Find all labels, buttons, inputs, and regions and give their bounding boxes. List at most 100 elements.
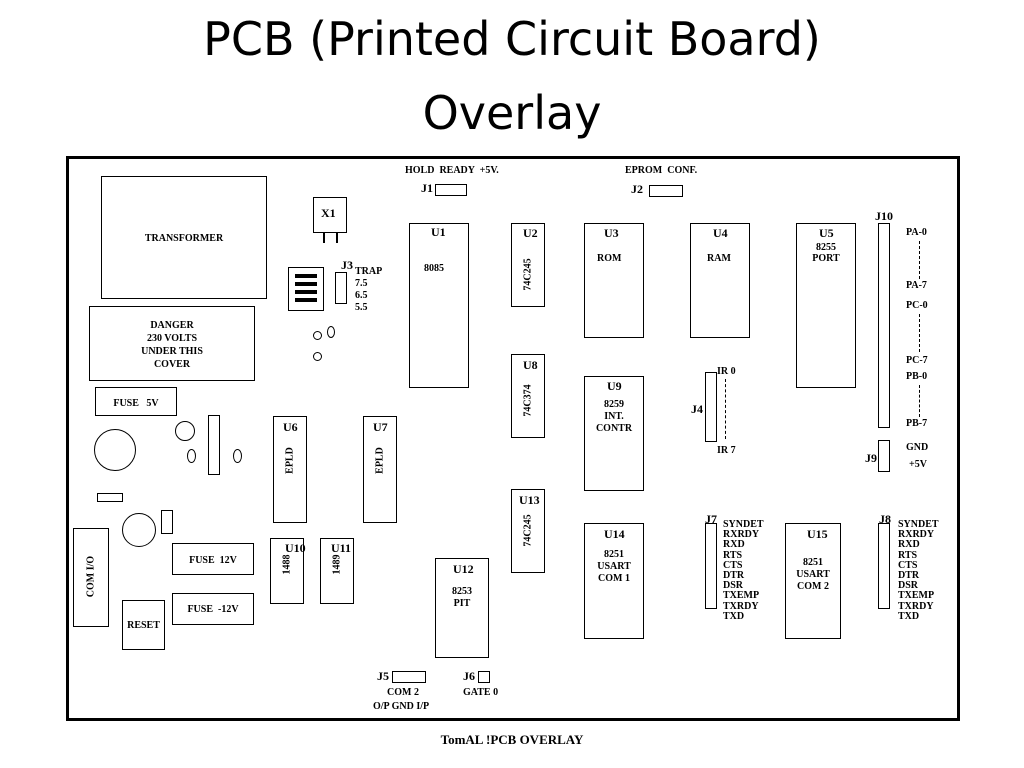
j6-jumper <box>478 671 490 683</box>
u11-label: 1489 <box>331 554 343 575</box>
j7-pins: SYNDET RXRDY RXD RTS CTS DTR DSR TXEMP T… <box>723 519 764 622</box>
board-caption: TomAL !PCB OVERLAY <box>440 732 584 747</box>
u5-ref: U5 <box>819 226 834 240</box>
fuse-12v <box>172 543 254 575</box>
j1-ref: J1 <box>421 181 433 195</box>
j10-ref: J10 <box>875 209 893 223</box>
com-io-connector <box>73 528 109 627</box>
u15-label: 8251 USART COM 2 <box>796 557 830 592</box>
ir0-label: IR 0 <box>717 366 736 377</box>
resistor <box>208 415 220 475</box>
pb-range <box>919 385 920 417</box>
capacitor <box>313 331 322 340</box>
u9-ref: U9 <box>607 379 622 393</box>
fuse-5v-label: FUSE 5V <box>113 398 159 409</box>
j10-header <box>878 223 890 428</box>
j9-ref: J9 <box>865 451 877 465</box>
u7-chip <box>363 416 397 523</box>
opgnd-label: O/P GND I/P <box>373 701 430 712</box>
pcb-board: HOLD READY +5V. EPROM CONF. J1 J2 TRANSF… <box>66 156 960 721</box>
regulator-fin <box>295 274 317 278</box>
electrolytic-capacitor <box>122 513 156 547</box>
u3-chip <box>584 223 644 338</box>
com2-label: COM 2 <box>387 687 419 698</box>
regulator-fin <box>295 290 317 294</box>
ir-range <box>725 379 726 439</box>
j8-pins: SYNDET RXRDY RXD RTS CTS DTR DSR TXEMP T… <box>898 519 939 622</box>
slide-title-line1: PCB (Printed Circuit Board) <box>203 12 821 66</box>
pb0-label: PB-0 <box>906 371 928 382</box>
pa0-label: PA-0 <box>906 227 927 238</box>
u11-chip <box>320 538 354 604</box>
u8-chip <box>511 354 545 438</box>
com-io-label: COM I/O <box>85 555 97 598</box>
u13-chip <box>511 489 545 573</box>
j7-ref: J7 <box>705 512 717 526</box>
j4-header <box>705 372 717 442</box>
u12-label: 8253 PIT <box>452 586 472 609</box>
regulator-fin <box>295 298 317 302</box>
u4-ref: U4 <box>713 226 728 240</box>
pa7-label: PA-7 <box>906 280 927 291</box>
capacitor <box>175 421 195 441</box>
u1-chip <box>409 223 469 388</box>
u6-label: EPLD <box>284 447 296 474</box>
pc-range <box>919 314 920 352</box>
u2-ref: U2 <box>523 226 538 240</box>
u10-chip <box>270 538 304 604</box>
j3-ref: J3 <box>341 258 353 272</box>
u13-ref: U13 <box>519 493 540 507</box>
slide-title-line2: Overlay <box>422 86 602 140</box>
j6-ref: J6 <box>463 669 475 683</box>
u5-label: 8255 PORT <box>812 242 840 264</box>
pb7-label: PB-7 <box>906 418 928 429</box>
u8-ref: U8 <box>523 358 538 372</box>
ir7-label: IR 7 <box>717 445 736 456</box>
reset-label: RESET <box>127 620 160 631</box>
transformer <box>101 176 267 299</box>
capacitor <box>233 449 242 463</box>
xtal-pin <box>323 233 325 243</box>
u6-chip <box>273 416 307 523</box>
regulator-fin <box>295 282 317 286</box>
u8-label: 74C374 <box>522 384 534 417</box>
u9-label: 8259 INT. CONTR <box>595 399 633 434</box>
capacitor <box>187 449 196 463</box>
u4-chip <box>690 223 750 338</box>
eprom-conf-label: EPROM CONF. <box>625 165 698 176</box>
u1-ref: U1 <box>431 225 446 239</box>
j5-ref: J5 <box>377 669 389 683</box>
crystal-x1 <box>313 197 347 233</box>
danger-label: DANGER 230 VOLTS UNDER THIS COVER <box>141 320 203 370</box>
j7-header <box>705 523 717 609</box>
electrolytic-capacitor <box>94 429 136 471</box>
u2-label: 74C245 <box>522 258 534 291</box>
u3-ref: U3 <box>604 226 619 240</box>
trap-label: TRAP 7.5 6.5 5.5 <box>355 266 383 313</box>
u9-chip <box>584 376 644 491</box>
pa-range <box>919 241 920 279</box>
u3-label: ROM <box>597 253 622 264</box>
fuse-minus12v <box>172 593 254 625</box>
xtal-ref: X1 <box>321 206 336 220</box>
u14-label: 8251 USART COM 1 <box>597 549 631 584</box>
capacitor <box>313 352 322 361</box>
xtal-pin <box>336 233 338 243</box>
u2-chip <box>511 223 545 307</box>
u12-chip <box>435 558 489 658</box>
hold-ready-label: HOLD READY +5V. <box>405 165 499 176</box>
danger-cover <box>89 306 255 381</box>
u14-chip <box>584 523 644 639</box>
regulator-block <box>288 267 324 311</box>
u1-label: 8085 <box>424 263 444 274</box>
v5-label: +5V <box>909 459 927 470</box>
u15-chip <box>785 523 841 639</box>
u11-ref: U11 <box>331 541 352 555</box>
diode <box>97 493 123 502</box>
pc7-label: PC-7 <box>906 355 928 366</box>
u10-label: 1488 <box>281 554 293 575</box>
u13-label: 74C245 <box>522 514 534 547</box>
j2-jumper <box>649 185 683 197</box>
u6-ref: U6 <box>283 420 298 434</box>
u10-ref: U10 <box>285 541 306 555</box>
